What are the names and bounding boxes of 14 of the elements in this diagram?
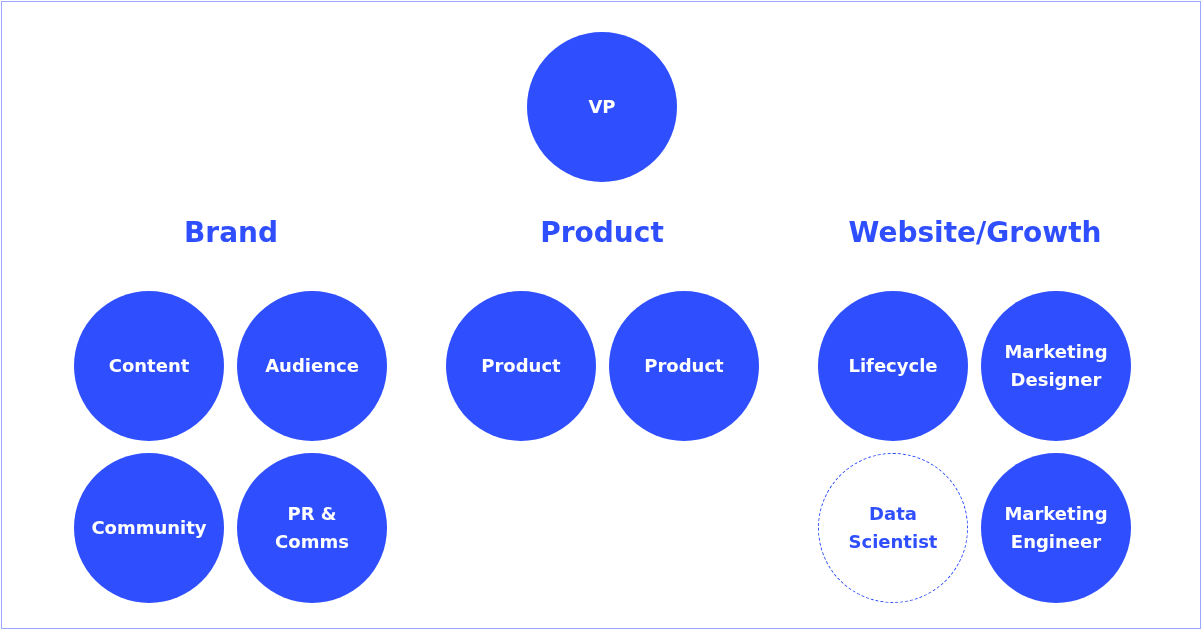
role-label: Audience [265, 354, 359, 378]
group-heading: Product [540, 216, 664, 249]
role-label: Marketing Engineer [1003, 502, 1109, 554]
role-label: PR & Comms [274, 502, 350, 554]
role-label: Product [644, 354, 724, 378]
group-heading: Website/Growth [848, 216, 1102, 249]
role-label: Data Scientist [847, 502, 939, 554]
role-label: Community [91, 516, 207, 540]
role-label: VP [588, 95, 616, 119]
role-label: Marketing Designer [1003, 340, 1109, 392]
group-heading: Brand [184, 216, 278, 249]
role-label: Product [481, 354, 561, 378]
role-label: Content [108, 354, 190, 378]
role-label: Lifecycle [848, 354, 938, 378]
